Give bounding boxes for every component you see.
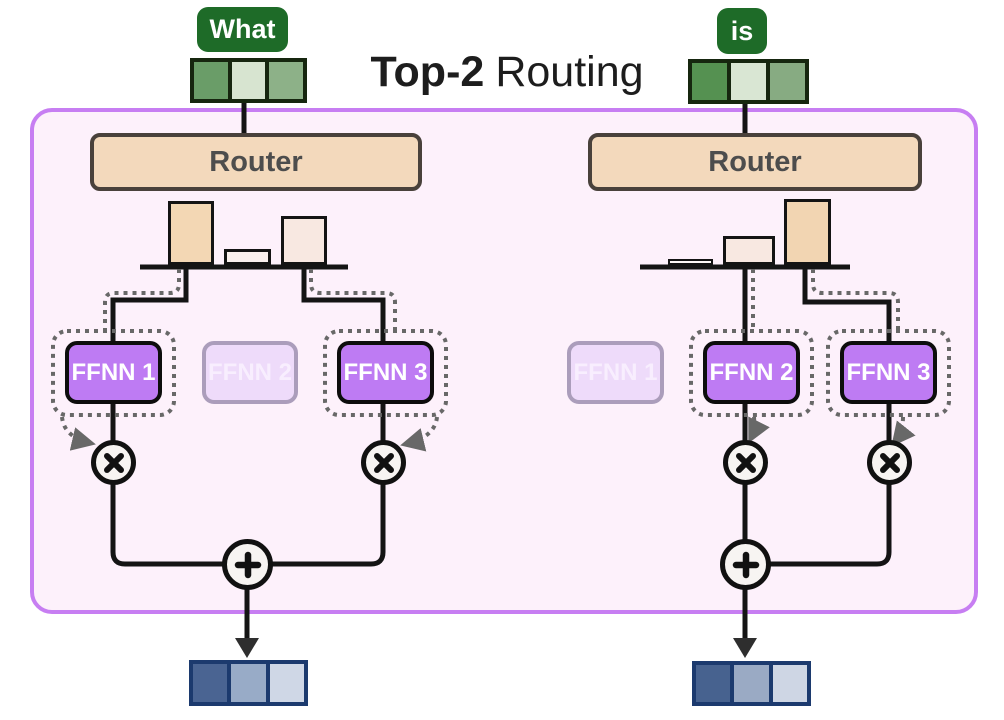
route-entry-ffnn3-right [811, 269, 900, 329]
token-what: What [197, 7, 288, 52]
embedding-cell [770, 63, 805, 100]
router-right: Router [588, 133, 922, 191]
multiply-icon [361, 440, 406, 485]
dotted-routes [51, 269, 951, 452]
gate-bar-2 [224, 249, 271, 265]
route-aura-ffnn2-right [689, 329, 814, 417]
expert-ffnn2-right: FFNN 2 [703, 341, 800, 404]
expert-ffnn1-right: FFNN 1 [567, 341, 664, 404]
route-aura-ffnn1-left [51, 329, 176, 417]
embedding-cell [731, 63, 766, 100]
connector-mul3-add-left [270, 483, 386, 567]
output-embedding-left [189, 660, 308, 706]
expert-ffnn1-left: FFNN 1 [65, 341, 162, 404]
embedding-cell [231, 62, 266, 99]
connector-mul1-add-left [110, 483, 224, 567]
embedding-cell [231, 664, 266, 702]
title-regular: Routing [495, 48, 644, 96]
moe-container [30, 108, 978, 614]
token-is: is [717, 8, 767, 54]
embedding-cell [772, 665, 807, 702]
gate-bar-2 [723, 236, 775, 265]
multiply-icon [867, 440, 912, 485]
embedding-cell [696, 665, 731, 702]
route-entry-ffnn3-left [309, 269, 397, 329]
router-gate-chart-left [140, 199, 348, 267]
multiply-icon [723, 440, 768, 485]
gate-bar-3 [281, 216, 327, 265]
expert-ffnn3-right: FFNN 3 [840, 341, 937, 404]
embedding-cell [194, 62, 228, 99]
multiply-icon [91, 440, 136, 485]
gate-bar-1 [668, 259, 713, 265]
gate-bar-1 [168, 201, 214, 265]
input-embedding-left [190, 58, 307, 103]
embedding-cell [269, 62, 304, 99]
output-arrowhead-left [235, 638, 259, 658]
expert-ffnn3-left: FFNN 3 [337, 341, 434, 404]
gate-bar-3 [784, 199, 831, 265]
solid-connectors [110, 92, 892, 640]
input-embedding-right [688, 59, 809, 104]
connector-bar1-ffnn1-left [110, 265, 189, 341]
route-exit-ffnn2-right [748, 416, 770, 444]
route-aura-ffnn3-left [323, 329, 448, 417]
route-exit-ffnn3-right [891, 416, 916, 447]
route-entry-ffnn1-left [103, 269, 181, 329]
embedding-cell [734, 665, 769, 702]
embedding-cell [269, 664, 304, 702]
connector-mul3-add-right [768, 483, 892, 567]
embedding-cell [193, 664, 228, 702]
route-exit-ffnn1-left [60, 416, 96, 451]
embedding-cell [692, 63, 727, 100]
route-aura-ffnn3-right [826, 329, 951, 417]
output-embedding-right [692, 661, 811, 706]
output-arrowhead-right [733, 638, 757, 658]
add-icon [222, 539, 273, 590]
add-icon [720, 539, 771, 590]
router-gate-chart-right [640, 199, 850, 267]
title-bold: Top-2 [370, 48, 485, 96]
expert-ffnn2-left: FFNN 2 [202, 341, 298, 404]
router-left: Router [90, 133, 422, 191]
connector-bar3-ffnn3-right [802, 265, 892, 341]
route-exit-ffnn3-left [400, 416, 439, 452]
connector-bar3-ffnn3-left [301, 265, 386, 341]
